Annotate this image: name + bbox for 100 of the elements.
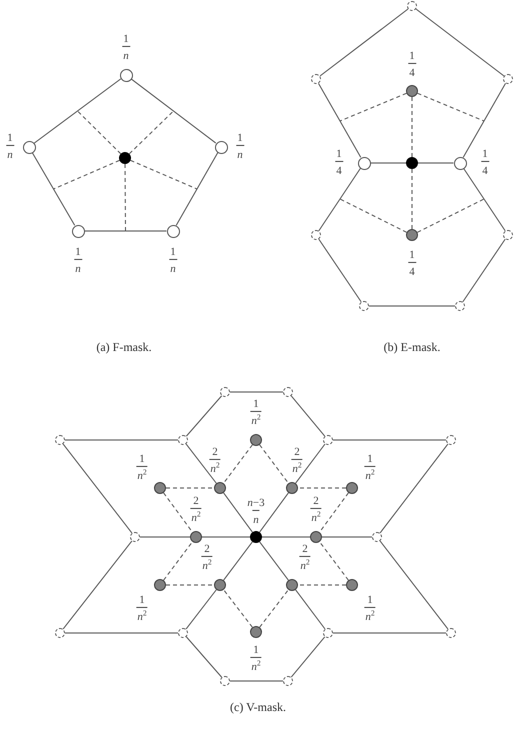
- dashed-vertex-circle: [455, 301, 465, 311]
- dashed-line: [124, 164, 126, 232]
- fraction-numerator: 1: [74, 246, 82, 258]
- dashed-vertex-circle: [503, 74, 513, 84]
- fraction-numerator: 1: [138, 454, 146, 466]
- solid-line: [318, 238, 362, 302]
- fraction-denominator: n$^{2}$: [310, 508, 322, 524]
- vertex-point: [214, 140, 228, 154]
- fraction-numerator: 1: [6, 132, 14, 144]
- dashed-line: [340, 92, 407, 122]
- solid-line: [332, 632, 446, 634]
- fraction-numerator: 1: [138, 594, 146, 606]
- vertex-point: [166, 224, 180, 238]
- fraction-denominator: n: [169, 258, 177, 276]
- fraction-denominator: n$^{2}$: [299, 556, 311, 572]
- dashed-line: [77, 110, 122, 154]
- center-point: [119, 152, 131, 164]
- fraction-numerator: 1: [481, 148, 489, 160]
- solid-line: [202, 536, 250, 538]
- solid-line: [290, 636, 326, 678]
- dashed-line: [163, 492, 193, 533]
- dashed-line: [298, 584, 346, 586]
- solid-line: [186, 395, 222, 437]
- dashed-vertex-circle: [503, 230, 513, 240]
- solid-line: [186, 443, 217, 484]
- solid-line: [418, 162, 454, 164]
- weight-point: [346, 579, 358, 591]
- dashed-vertex-circle: [359, 301, 369, 311]
- fraction-numerator: 1: [252, 398, 260, 410]
- dashed-line: [223, 444, 253, 484]
- weight-point: [406, 85, 418, 97]
- fraction-denominator: n$^{2}$: [136, 606, 148, 624]
- fraction-denominator: n$^{2}$: [250, 410, 262, 428]
- fraction-numerator: 1: [408, 50, 416, 62]
- fraction-numerator: 1: [366, 594, 374, 606]
- dashed-vertex-circle: [446, 435, 456, 445]
- solid-line: [462, 82, 506, 158]
- weight-point: [310, 531, 322, 543]
- fraction-numerator: 2: [192, 496, 200, 508]
- weight-point: [214, 579, 226, 591]
- dashed-vertex-circle: [178, 435, 188, 445]
- dashed-vertex-circle: [407, 1, 417, 11]
- solid-line: [186, 589, 217, 630]
- solid-line: [223, 541, 253, 581]
- fraction-denominator: n$^{2}$: [190, 508, 202, 524]
- dashed-vertex-circle: [446, 628, 456, 638]
- dashed-vertex-circle: [283, 676, 293, 686]
- fraction-numerator: 1: [236, 132, 244, 144]
- dashed-vertex-circle: [55, 435, 65, 445]
- weight-point: [154, 579, 166, 591]
- fraction-denominator: n: [6, 144, 14, 162]
- caption: (c) V-mask.: [230, 700, 286, 715]
- solid-line: [130, 78, 216, 144]
- fraction-numerator: 2: [312, 496, 320, 508]
- weight-point: [214, 482, 226, 494]
- fraction-denominator: n$^{2}$: [250, 656, 262, 674]
- solid-line: [259, 492, 289, 533]
- fraction-numerator: 1: [408, 250, 416, 262]
- solid-line: [319, 8, 409, 76]
- dashed-vertex-circle: [220, 676, 230, 686]
- fraction-denominator: n: [74, 258, 82, 276]
- solid-line: [262, 536, 310, 538]
- solid-line: [415, 8, 505, 76]
- fraction-numerator: 1: [169, 246, 177, 258]
- fraction-denominator: 4: [408, 262, 416, 278]
- dashed-vertex-circle: [323, 435, 333, 445]
- weight-point: [154, 482, 166, 494]
- fraction-denominator: n$^{2}$: [201, 556, 213, 572]
- fraction-numerator: 1: [122, 34, 130, 46]
- fraction-denominator: n$^{2}$: [364, 466, 376, 482]
- solid-line: [176, 152, 218, 226]
- solid-line: [62, 443, 132, 534]
- fraction-denominator: n$^{2}$: [364, 606, 376, 624]
- weight-point: [346, 482, 358, 494]
- vertex-point: [120, 68, 132, 82]
- fraction-numerator: n−3: [246, 498, 266, 510]
- center-point: [250, 531, 262, 543]
- fraction-denominator: n$^{2}$: [291, 458, 303, 476]
- solid-line: [318, 168, 361, 232]
- fraction-denominator: n$^{2}$: [136, 466, 148, 482]
- solid-line: [62, 540, 132, 630]
- dashed-line: [53, 160, 120, 190]
- dashed-line: [259, 589, 289, 628]
- dashed-line: [166, 584, 214, 586]
- dashed-line: [259, 444, 289, 484]
- weight-point: [250, 434, 262, 446]
- vertex-point: [454, 156, 466, 170]
- fraction-denominator: n$^{2}$: [209, 458, 221, 476]
- solid-line: [462, 238, 506, 302]
- dashed-line: [223, 589, 253, 628]
- dashed-vertex-circle: [220, 387, 230, 397]
- vertex-point: [358, 156, 370, 170]
- weight-point: [250, 626, 262, 638]
- solid-line: [259, 541, 289, 581]
- center-point: [406, 157, 418, 169]
- dashed-vertex-circle: [311, 74, 321, 84]
- weight-point: [190, 531, 202, 543]
- solid-line: [322, 536, 372, 538]
- solid-line: [380, 540, 448, 630]
- dashed-vertex-circle: [130, 532, 140, 542]
